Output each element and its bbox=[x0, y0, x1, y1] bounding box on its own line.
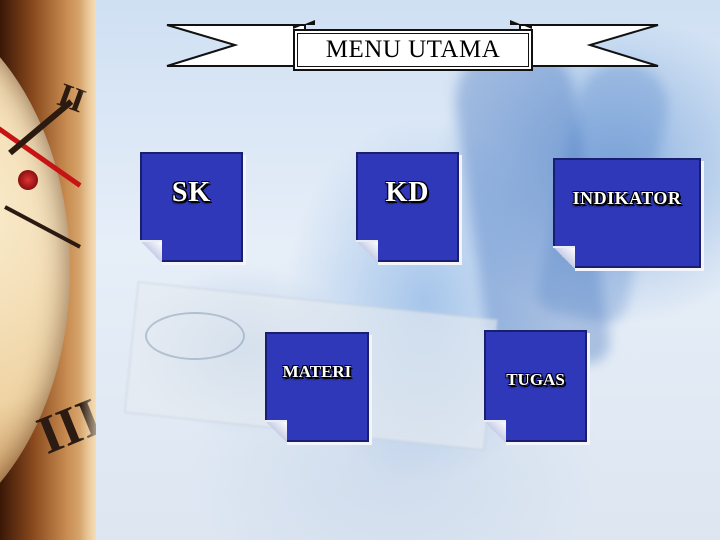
menu-tile-kd[interactable]: KD bbox=[356, 152, 462, 265]
menu-tile-label: SK bbox=[171, 177, 212, 208]
folded-corner-icon bbox=[356, 240, 378, 262]
tile-edge bbox=[378, 262, 462, 265]
tile-edge bbox=[287, 442, 372, 445]
tile-face bbox=[265, 332, 369, 442]
folded-corner-icon bbox=[553, 246, 575, 268]
menu-tile-tugas[interactable]: TUGAS bbox=[484, 330, 590, 445]
folded-corner-icon bbox=[265, 420, 287, 442]
menu-tile-indikator[interactable]: INDIKATOR bbox=[553, 158, 704, 271]
menu-tile-label: TUGAS bbox=[506, 370, 565, 389]
clock-decoration: II III bbox=[0, 0, 96, 540]
menu-tile-label: KD bbox=[385, 177, 430, 208]
menu-tile-label: INDIKATOR bbox=[572, 188, 682, 208]
clock-center-pin bbox=[18, 170, 38, 190]
tile-edge bbox=[701, 161, 704, 271]
ribbon-banner-icon bbox=[166, 20, 659, 67]
menu-tile-materi[interactable]: MATERI bbox=[265, 332, 372, 445]
menu-tile-label: MATERI bbox=[282, 362, 352, 381]
folded-corner-icon bbox=[484, 420, 506, 442]
title-box: MENU UTAMA bbox=[293, 29, 533, 71]
tile-edge bbox=[243, 155, 246, 265]
tile-edge bbox=[575, 268, 704, 271]
tile-edge bbox=[162, 262, 246, 265]
tile-edge bbox=[459, 155, 462, 265]
menu-tile-sk[interactable]: SK bbox=[140, 152, 246, 265]
title-banner: MENU UTAMA bbox=[165, 20, 660, 71]
folded-corner-icon bbox=[140, 240, 162, 262]
tile-face bbox=[553, 158, 701, 268]
tile-edge bbox=[506, 442, 590, 445]
tile-edge bbox=[587, 333, 590, 445]
tile-edge bbox=[369, 335, 372, 445]
background-seal bbox=[145, 312, 245, 360]
clock-rim bbox=[80, 0, 96, 540]
page-title: MENU UTAMA bbox=[325, 36, 501, 63]
